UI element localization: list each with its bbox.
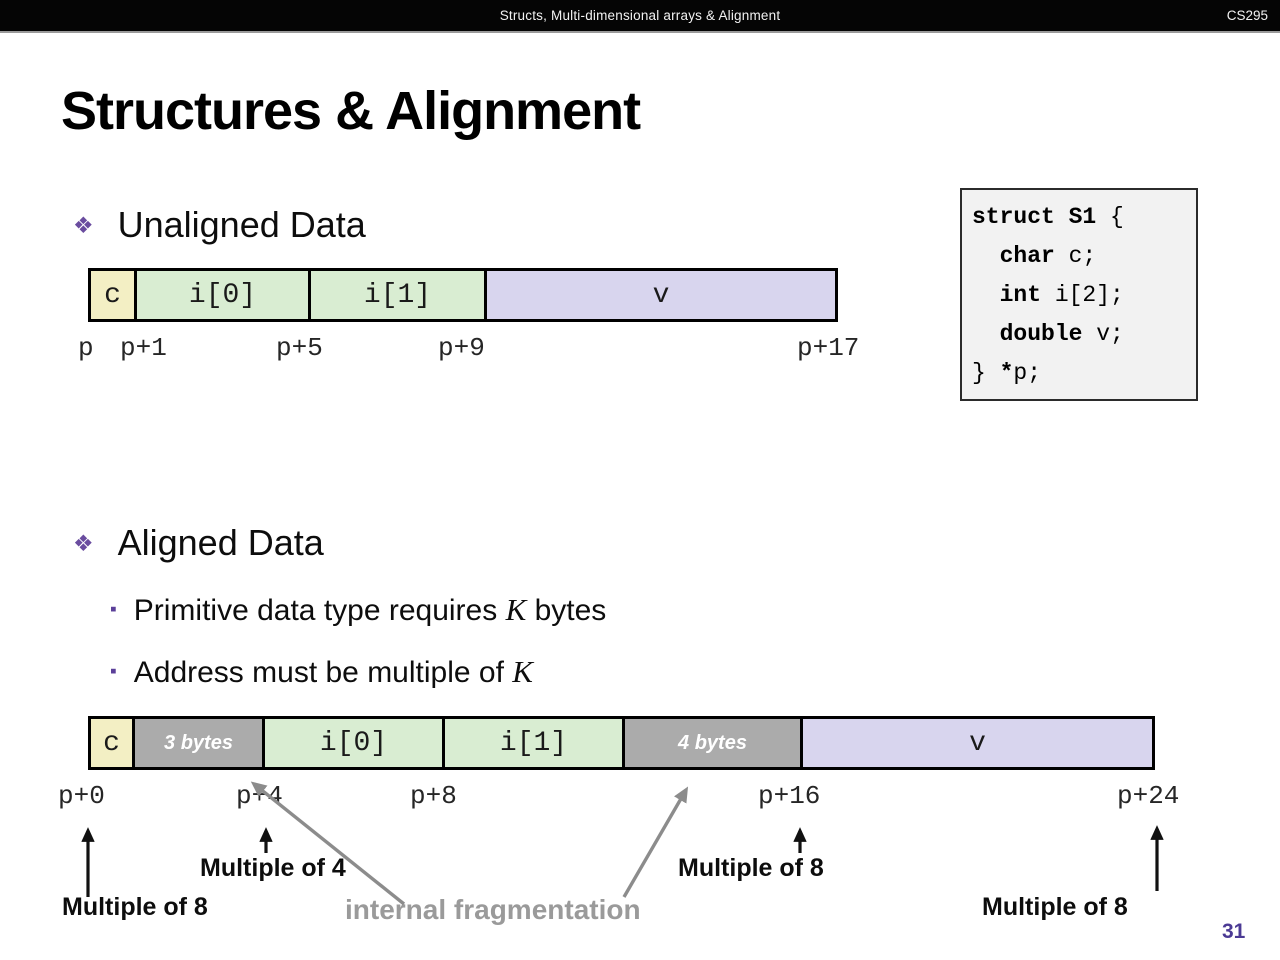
block-label: 4 bytes: [678, 731, 747, 754]
block-label: c: [103, 727, 120, 759]
block-int-i1: i[1]: [308, 271, 484, 319]
addr-p5: p+5: [276, 333, 323, 363]
block-char-c: c: [91, 719, 132, 767]
block-label: i[1]: [363, 279, 432, 311]
code-line-4: double v;: [972, 321, 1124, 347]
block-label: i[1]: [499, 727, 568, 759]
subbullet-text: Primitive data type requires K bytes: [133, 592, 607, 627]
code-line-1: struct S1 {: [972, 204, 1124, 230]
block-label: v: [652, 279, 670, 311]
code-line-2: char c;: [972, 243, 1097, 269]
struct-code-box: struct S1 { char c; int i[2]; double v; …: [960, 188, 1198, 401]
top-bar: Structs, Multi-dimensional arrays & Alig…: [0, 0, 1280, 33]
square-bullet-icon: ▪: [110, 661, 117, 682]
label-internal-fragmentation: internal fragmentation: [345, 894, 641, 925]
block-int-i0: i[0]: [262, 719, 442, 767]
diamond-bullet-icon: ❖: [73, 530, 94, 556]
square-bullet-icon: ▪: [110, 599, 117, 620]
code-line-3: int i[2];: [972, 282, 1124, 308]
aligned-memory-diagram: c 3 bytes i[0] i[1] 4 bytes v: [88, 716, 1155, 770]
bullet-aligned-data: ❖ Aligned Data: [73, 521, 324, 565]
label-multiple-of-4-p4: Multiple of 4: [200, 854, 346, 882]
block-double-v: v: [484, 271, 835, 319]
bullet-unaligned-data: ❖ Unaligned Data: [73, 203, 366, 247]
block-int-i1: i[1]: [442, 719, 622, 767]
block-label: v: [969, 727, 986, 759]
subbullet-primitive-k: ▪ Primitive data type requires K bytes: [110, 590, 606, 631]
subbullet-address-multiple: ▪ Address must be multiple of K: [110, 652, 533, 693]
block-label: 3 bytes: [164, 731, 233, 754]
addr-p24: p+24: [1117, 781, 1180, 811]
block-double-v: v: [800, 719, 1152, 767]
block-char-c: c: [91, 271, 134, 319]
fragmentation-arrow-right-icon: [622, 786, 689, 898]
addr-p1: p+1: [120, 333, 167, 363]
block-padding-4bytes: 4 bytes: [622, 719, 800, 767]
lecture-title: Structs, Multi-dimensional arrays & Alig…: [499, 8, 781, 23]
bullet-label: Unaligned Data: [117, 204, 366, 245]
bullet-label: Aligned Data: [117, 522, 324, 563]
block-label: i[0]: [319, 727, 388, 759]
addr-p17: p+17: [797, 333, 860, 363]
addr-p: p: [78, 333, 94, 363]
addr-p0: p+0: [58, 781, 105, 811]
label-multiple-of-8-p16: Multiple of 8: [678, 854, 824, 882]
page-title: Structures & Alignment: [61, 81, 641, 141]
block-int-i0: i[0]: [134, 271, 308, 319]
label-multiple-of-8-p0: Multiple of 8: [62, 893, 208, 921]
label-multiple-of-8-p24: Multiple of 8: [982, 893, 1128, 921]
unaligned-memory-diagram: c i[0] i[1] v: [88, 268, 838, 322]
subbullet-text: Address must be multiple of K: [133, 654, 533, 689]
course-code: CS295: [1226, 8, 1268, 23]
addr-p9: p+9: [438, 333, 485, 363]
diamond-bullet-icon: ❖: [73, 212, 94, 238]
block-label: i[0]: [188, 279, 257, 311]
block-padding-3bytes: 3 bytes: [132, 719, 262, 767]
addr-p4: p+4: [236, 781, 283, 811]
block-label: c: [104, 279, 121, 311]
addr-p8: p+8: [410, 781, 457, 811]
addr-p16: p+16: [758, 781, 821, 811]
page-number: 31: [1222, 920, 1246, 943]
code-line-5: } *p;: [972, 360, 1042, 386]
